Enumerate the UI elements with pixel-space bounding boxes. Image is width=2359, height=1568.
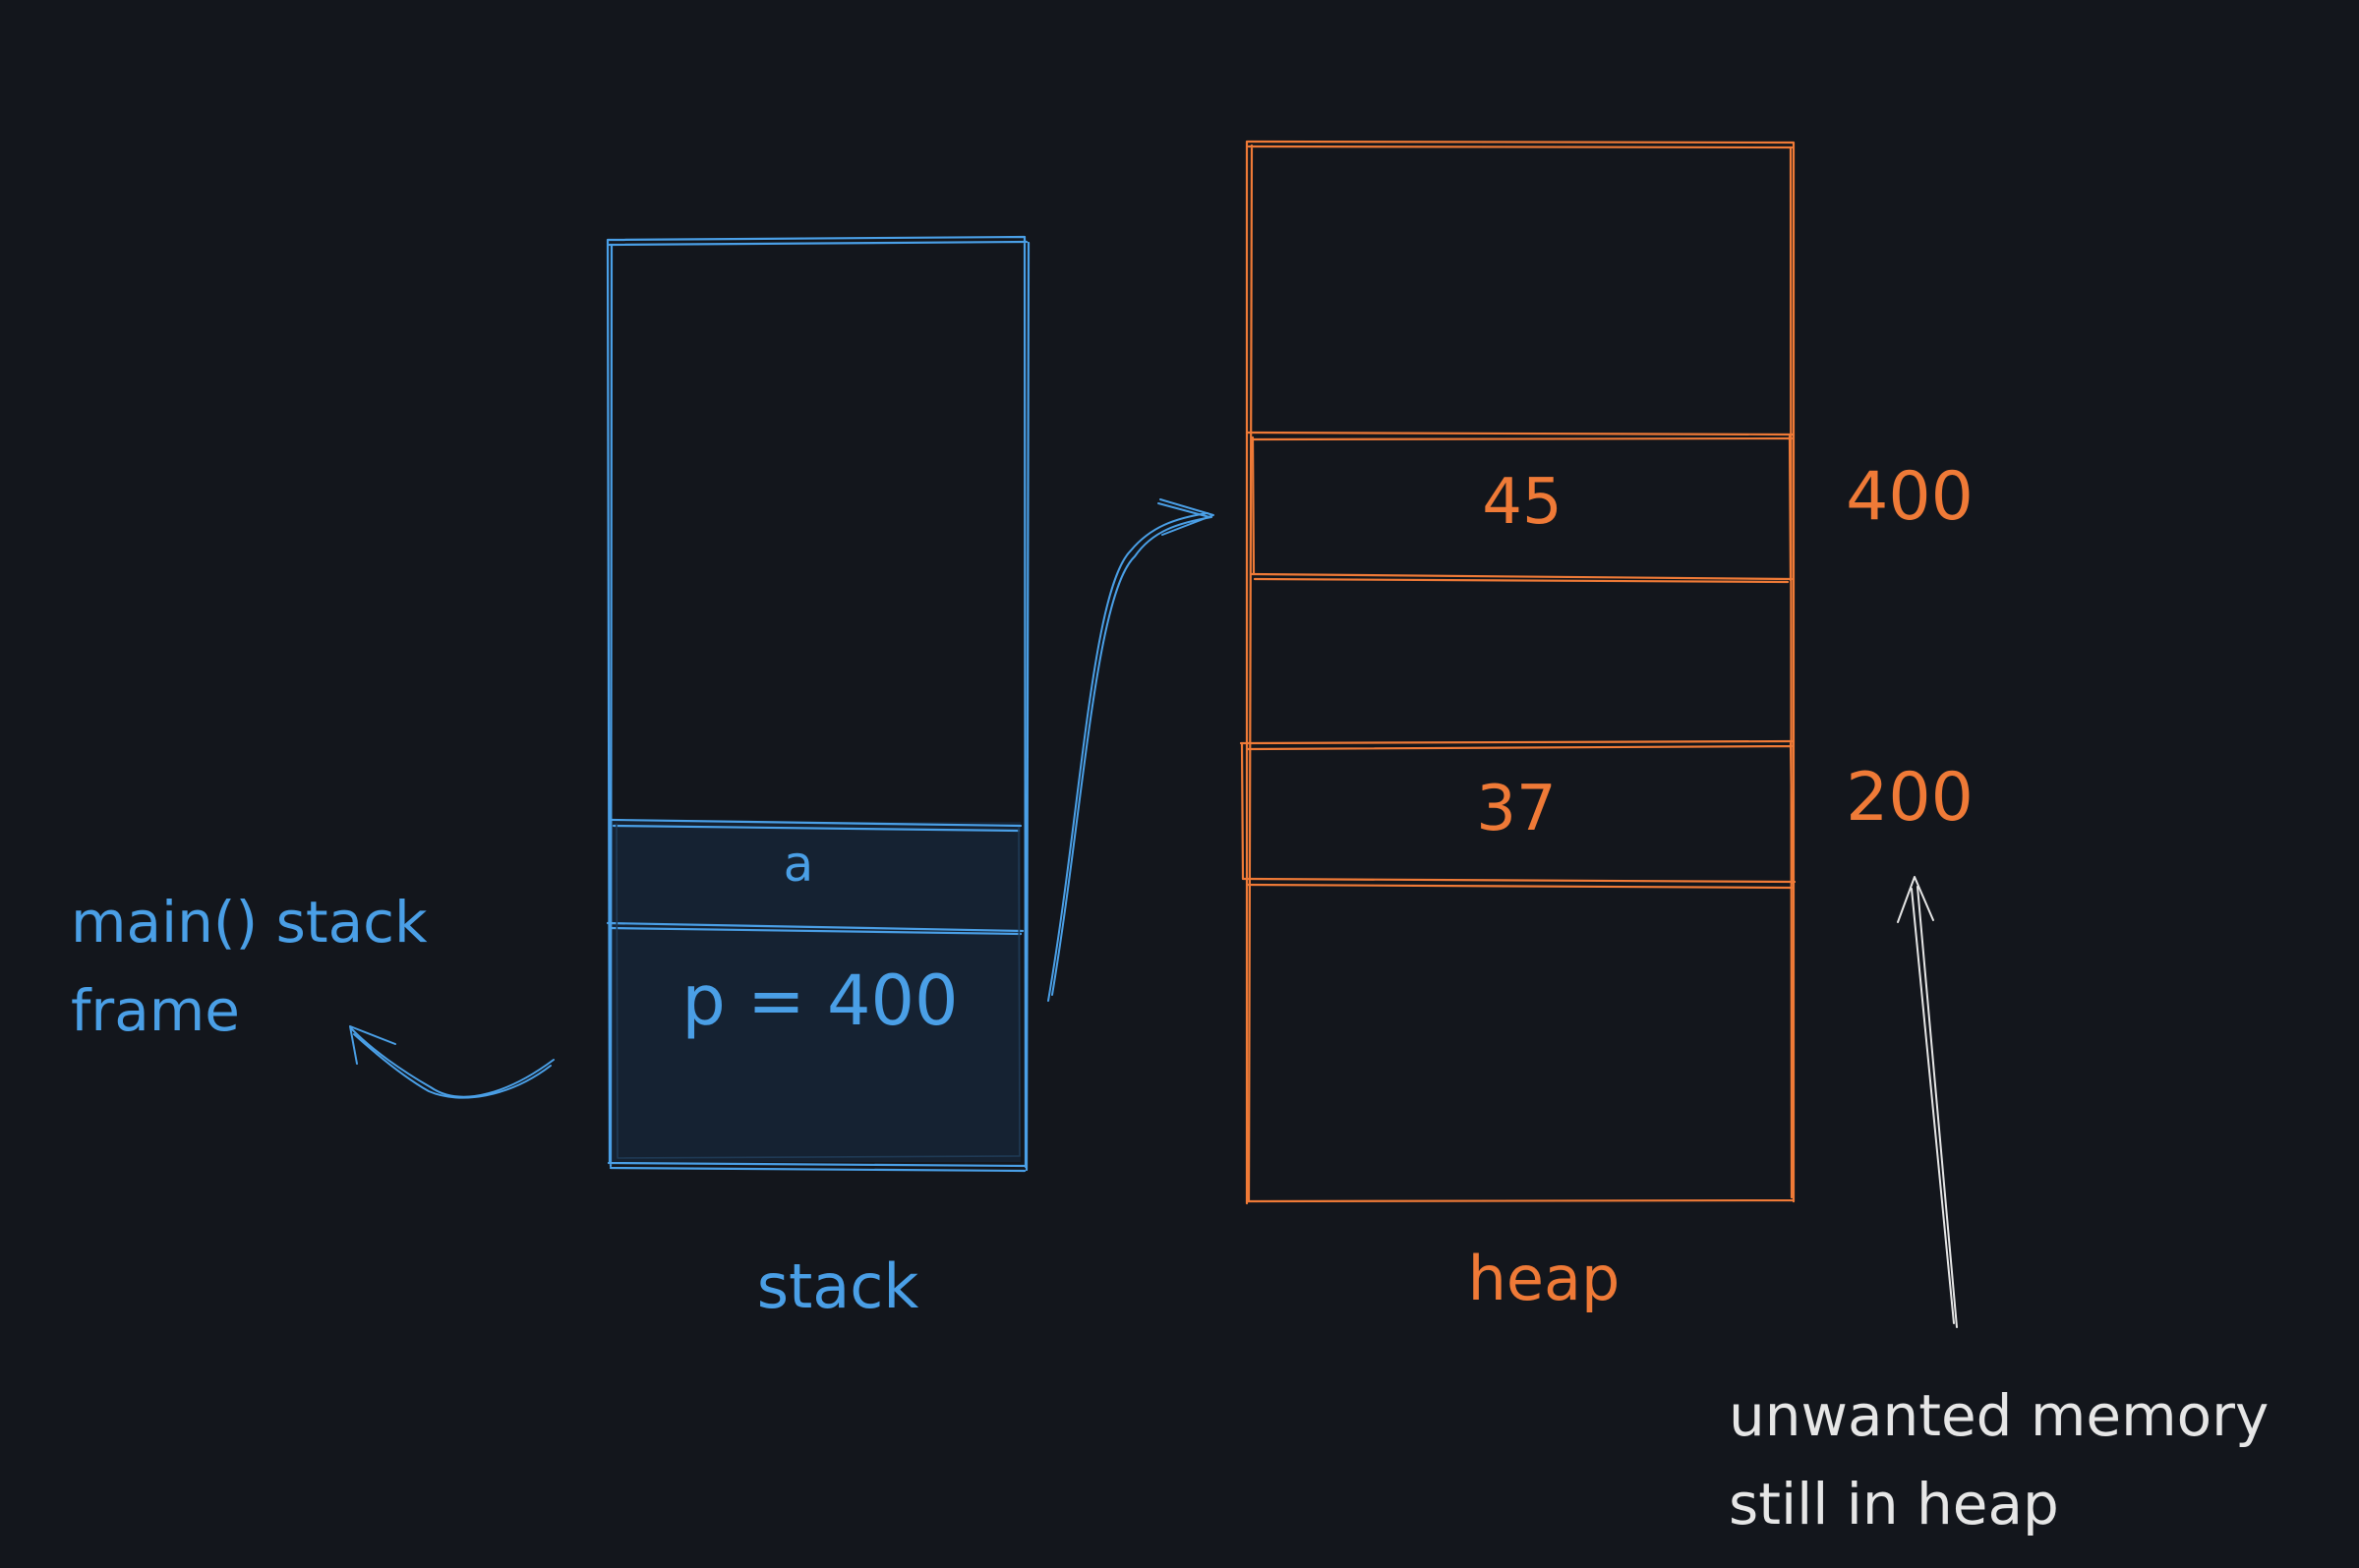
stack-frame-inner-border [616,823,1021,1159]
heap-block-1-value: 45 [1482,466,1562,539]
unwanted-memory-arrow [1897,876,1958,1328]
heap-block-2-outline [1239,739,1797,890]
unwanted-memory-note-line2: still in heap [1729,1471,2059,1538]
heap-caption: heap [1468,1243,1621,1314]
unwanted-memory-arrowhead [1897,876,1934,923]
stack-frame-note-line2: frame [71,977,240,1044]
heap-block-2-value: 37 [1476,773,1556,845]
stack-column [606,235,1031,1173]
pointer-arrow [1047,498,1214,1002]
main-stack-frame [612,822,1021,1162]
stack-frame-note-line1: main() stack [71,889,428,956]
frame-note-arrowhead [349,1025,396,1065]
frame-note-arrow [349,1025,555,1099]
unwanted-memory-note-line1: unwanted memory [1729,1382,2269,1449]
heap-column [1239,140,1797,1205]
stack-caption: stack [757,1250,919,1322]
heap-outline [1245,140,1796,1205]
stack-frame-top-line [610,818,1023,833]
stack-slot-divider [606,921,1025,936]
heap-block-1-address: 400 [1846,458,1974,536]
pointer-arrowhead [1157,498,1214,536]
stack-outline [606,235,1031,1173]
heap-block-2-address: 200 [1846,759,1974,837]
stack-slot-a: a [784,836,814,893]
stack-slot-p: p = 400 [681,960,958,1041]
heap-block-1-outline [1245,431,1796,584]
